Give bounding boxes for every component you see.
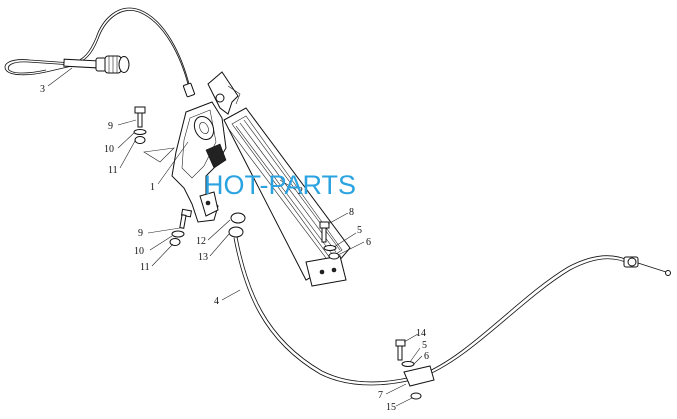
callout-15: 15 <box>386 402 396 413</box>
washer-right <box>323 245 337 251</box>
callout-11b: 11 <box>140 262 150 273</box>
lower-cable-end <box>623 256 671 276</box>
callout-6b: 6 <box>424 351 429 362</box>
pedal-hinge-plate <box>305 255 347 287</box>
upper-cable-line-inner <box>71 10 190 89</box>
callout-14: 14 <box>416 328 426 339</box>
pedal-face <box>231 115 343 259</box>
lower-cable-line <box>233 237 421 386</box>
cable-clip <box>403 365 435 387</box>
callout-6: 6 <box>366 237 371 248</box>
bolt-head-bottom <box>395 339 406 347</box>
callout-10b: 10 <box>134 246 144 257</box>
callout-4: 4 <box>214 296 219 307</box>
pedal-rib-2 <box>239 122 337 253</box>
callout-3: 3 <box>40 84 45 95</box>
callout-labels: 3 9 10 11 1 2 8 5 6 9 10 11 12 13 4 14 5… <box>40 84 429 413</box>
callout-1: 1 <box>150 182 155 193</box>
callout-9: 9 <box>108 121 113 132</box>
callout-11: 11 <box>108 165 118 176</box>
nut-plate-upper <box>143 147 175 163</box>
lockwasher-lower <box>169 238 181 246</box>
lever-spring <box>227 85 241 105</box>
hinge-hole-1 <box>319 269 325 275</box>
upper-cable-assembly <box>4 7 196 98</box>
washer-upper <box>133 129 147 135</box>
lever-pivot <box>215 93 225 103</box>
bolt-head-right <box>319 221 330 229</box>
pedal-arm-joint <box>205 143 227 169</box>
callout-7: 7 <box>378 390 383 401</box>
cable-knob <box>95 55 130 74</box>
grommet-13 <box>228 226 244 238</box>
leader-lines <box>47 67 423 407</box>
upper-cable-loop-inner <box>7 61 73 74</box>
cable-sleeve <box>63 58 99 69</box>
lower-cable-assembly <box>228 212 671 400</box>
bracket-foot-hole <box>205 200 211 206</box>
bracket-boss <box>193 115 215 141</box>
hinge-hole-2 <box>331 267 337 273</box>
watermark-text: HOT-PARTS <box>204 170 356 200</box>
callout-12: 12 <box>196 236 206 247</box>
clip-washer <box>410 392 422 400</box>
upper-cable-loop <box>4 59 73 76</box>
callout-9b: 9 <box>138 228 143 239</box>
bolt-set-bottom <box>395 339 415 367</box>
pedal-rib-1 <box>235 125 333 255</box>
upper-cable-line <box>71 7 191 89</box>
callout-5b: 5 <box>422 340 427 351</box>
upper-cable-end <box>182 82 196 98</box>
washer-lower <box>171 230 185 238</box>
callout-13: 13 <box>198 252 208 263</box>
callout-2: 2 <box>298 186 303 197</box>
callout-5: 5 <box>357 225 362 236</box>
pedal-bracket <box>171 71 241 223</box>
callout-10: 10 <box>104 144 114 155</box>
lower-cable-run-right-inner <box>419 255 631 376</box>
lockwasher-upper <box>134 136 146 144</box>
bolt-set-lower-left <box>169 208 193 246</box>
bolt-head-upper <box>134 106 146 114</box>
callout-8: 8 <box>349 207 354 218</box>
bolt-shank-upper <box>137 112 143 128</box>
bolt-shank-right <box>321 227 327 243</box>
bolt-set-right <box>319 221 340 260</box>
lower-cable-line-inner <box>236 236 421 383</box>
bracket-inner-edge <box>181 109 217 179</box>
lockwasher-right <box>328 252 340 260</box>
bolt-shank-lower <box>179 214 187 229</box>
grommet-12 <box>230 212 246 224</box>
accelerator-pedal <box>223 107 351 287</box>
bolt-set-upper-left <box>133 106 175 163</box>
bracket-boss-hole <box>199 122 209 134</box>
bolt-shank-bottom <box>397 345 403 361</box>
lower-cable-run-right <box>419 258 631 379</box>
pedal-rib-4 <box>227 127 327 259</box>
